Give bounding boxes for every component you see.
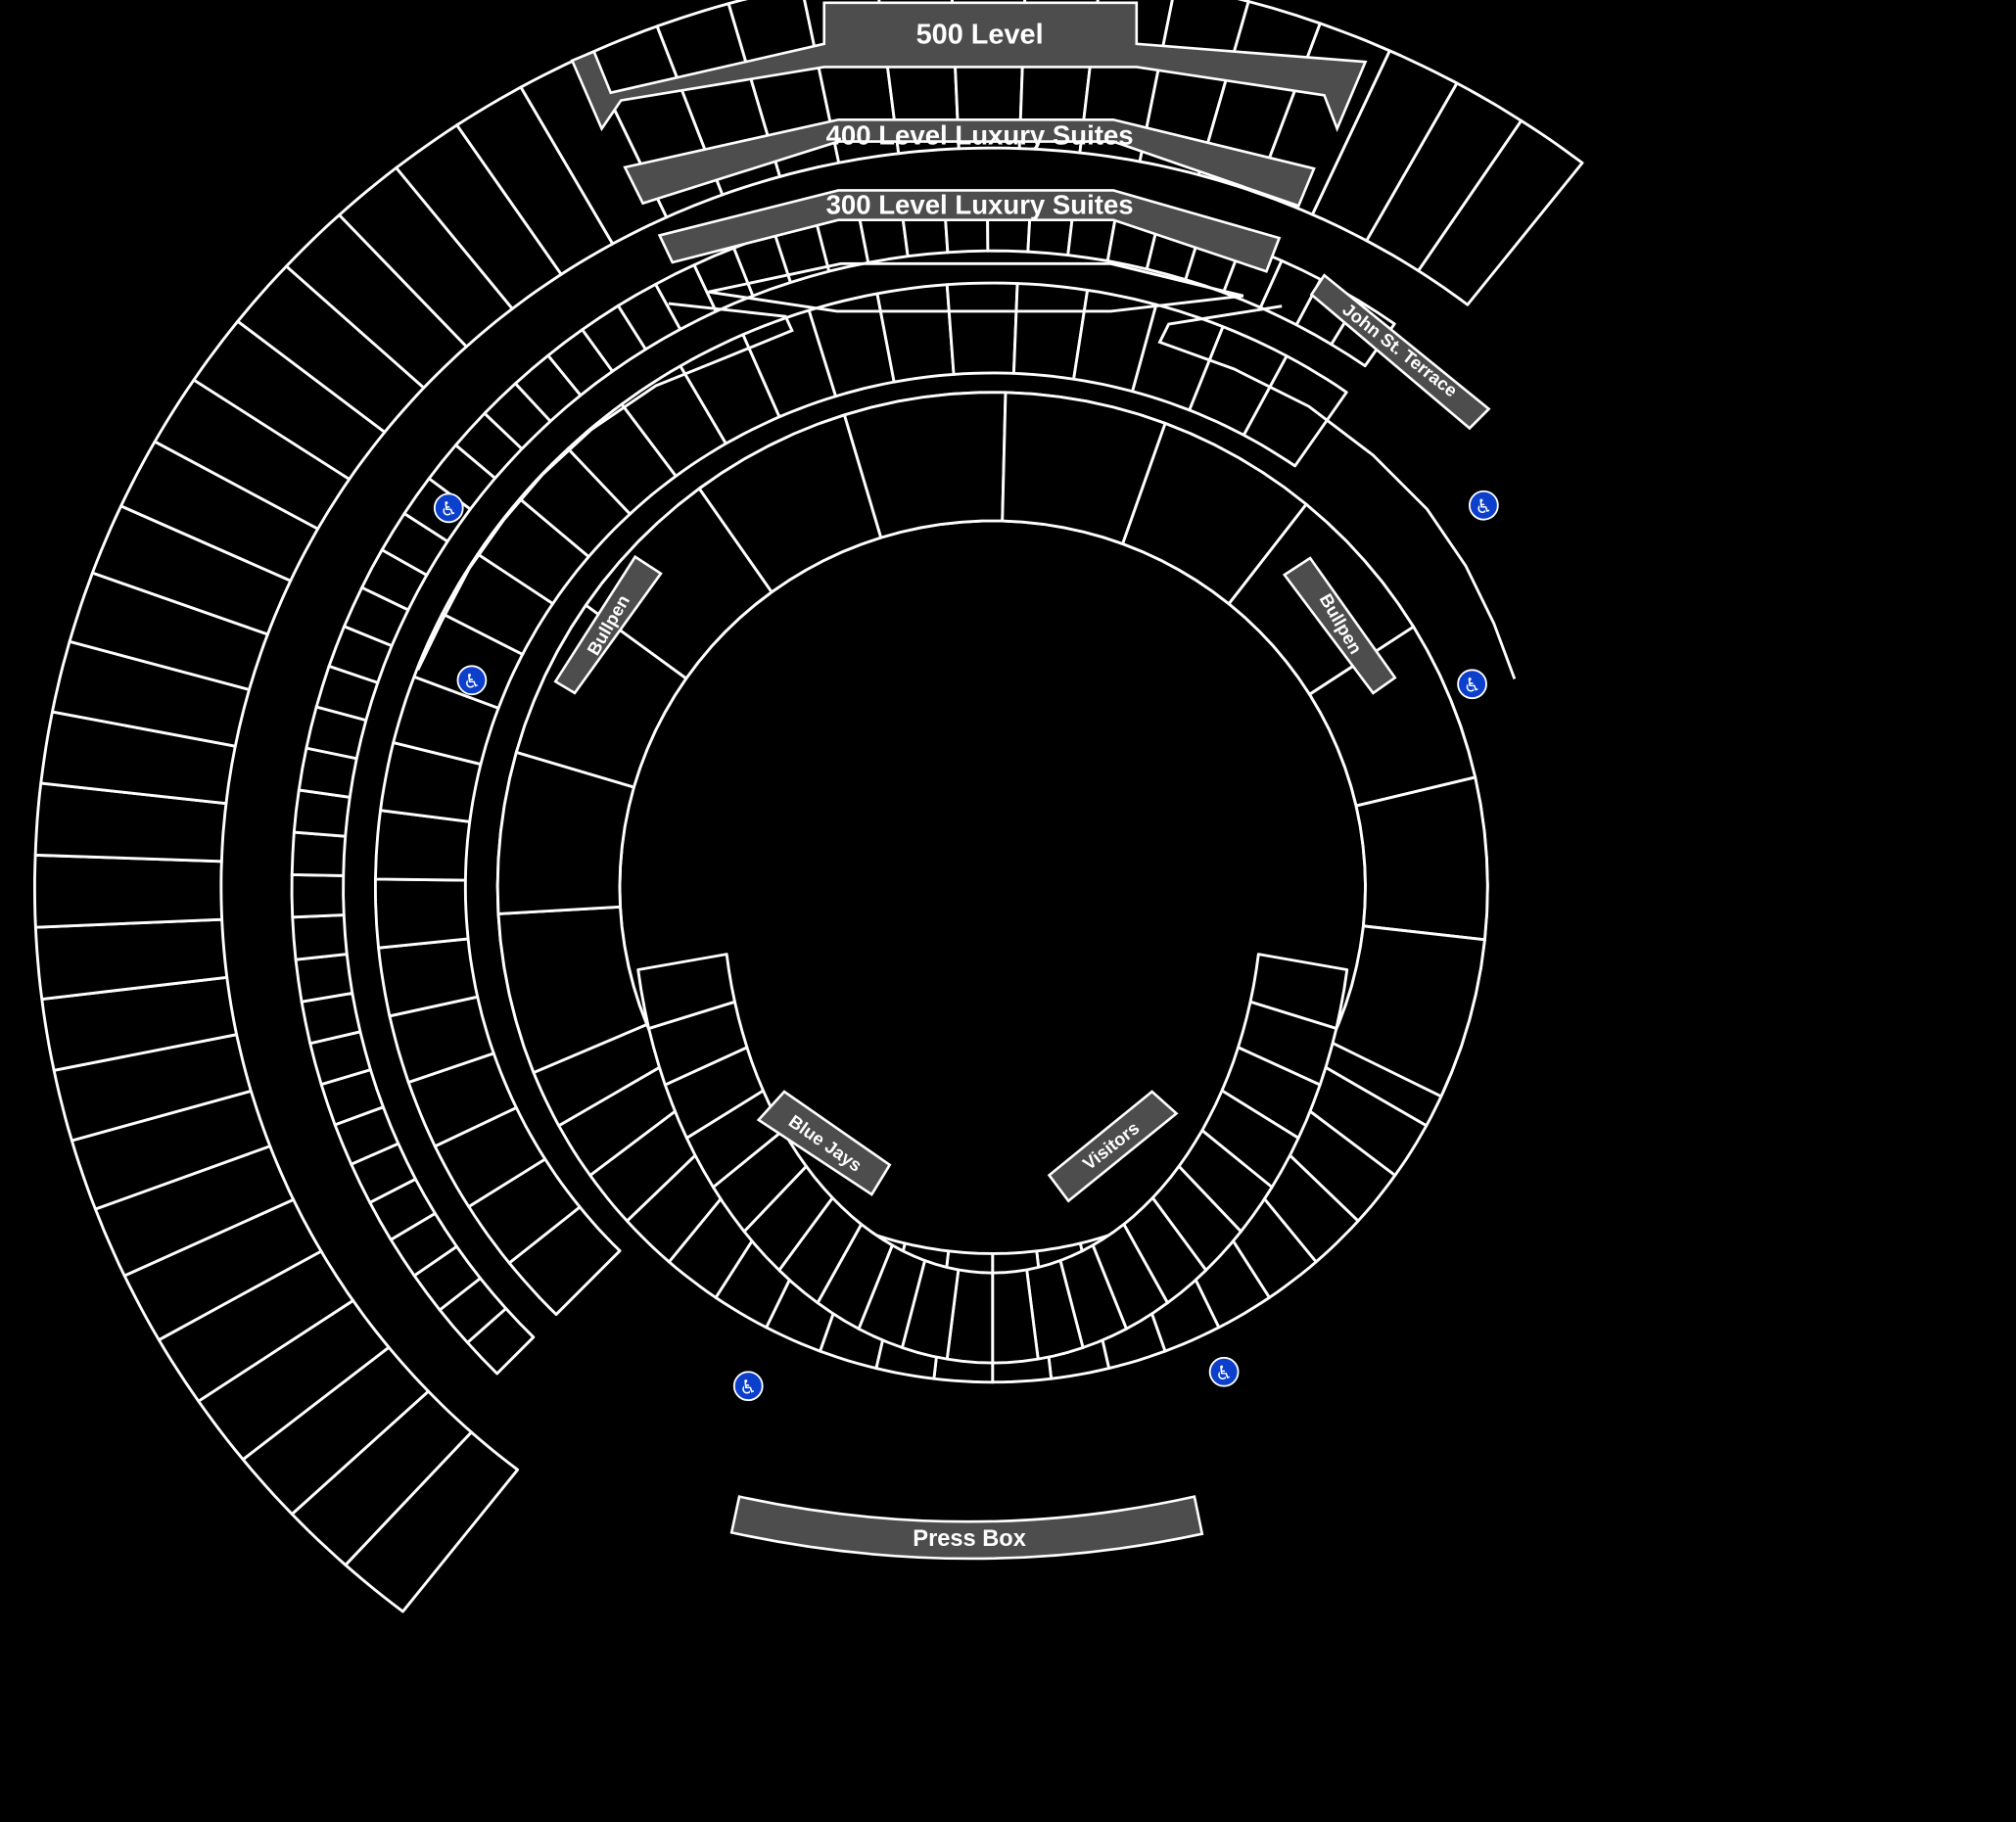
section-200-box-13[interactable] bbox=[290, 873, 346, 919]
section-200-box-14[interactable] bbox=[290, 830, 348, 877]
static-shapes bbox=[416, 261, 1517, 679]
press-box-label[interactable]: Press Box bbox=[729, 1495, 1204, 1561]
press-box-text: Press Box bbox=[913, 1526, 1026, 1552]
section-200-box-11[interactable] bbox=[294, 953, 354, 1004]
blue-jays-dugout-label[interactable]: Blue Jays bbox=[756, 1090, 892, 1196]
section-200-26[interactable] bbox=[1242, 354, 1348, 468]
level-300-label[interactable]: 300 Level Luxury Suites bbox=[657, 189, 1282, 273]
wheelchair-icon-upper-right: ♿ bbox=[1468, 490, 1499, 521]
level-400-text: 400 Level Luxury Suites bbox=[826, 120, 1134, 151]
wheelchair-icon-bottom-right: ♿ bbox=[1208, 1356, 1240, 1387]
section-100-2-11[interactable] bbox=[1354, 775, 1489, 942]
batters-eye-outline bbox=[708, 261, 1244, 313]
section-200-box-12[interactable] bbox=[291, 913, 349, 961]
level-500-text: 500 Level bbox=[916, 20, 1044, 51]
svg-text:♿: ♿ bbox=[463, 671, 481, 693]
field-box-22[interactable] bbox=[636, 953, 736, 1030]
small-box-sections bbox=[636, 953, 1349, 1365]
svg-text:♿: ♿ bbox=[1215, 1362, 1233, 1384]
level-400-label[interactable]: 400 Level Luxury Suites bbox=[623, 117, 1316, 208]
visitors-dugout-label[interactable]: Visitors bbox=[1047, 1090, 1179, 1203]
level-200-sections bbox=[290, 198, 1396, 1376]
accessibility-icons: ♿ ♿ ♿ ♿ ♿ ♿ bbox=[433, 490, 1499, 1402]
svg-text:♿: ♿ bbox=[1464, 675, 1481, 697]
wheelchair-icon-upper-left: ♿ bbox=[433, 492, 464, 524]
wheelchair-icon-mid-left: ♿ bbox=[456, 665, 488, 696]
section-200-21[interactable] bbox=[945, 281, 1019, 376]
section-500-12[interactable] bbox=[33, 853, 224, 929]
section-500-40[interactable] bbox=[1417, 118, 1584, 306]
level-300-text: 300 Level Luxury Suites bbox=[826, 189, 1134, 219]
svg-text:♿: ♿ bbox=[440, 498, 457, 521]
section-200-7[interactable] bbox=[373, 877, 470, 950]
upper-wing-left bbox=[416, 302, 794, 671]
svg-text:♿: ♿ bbox=[739, 1377, 757, 1399]
level-100-sections bbox=[495, 391, 1489, 1384]
svg-text:♿: ♿ bbox=[1476, 495, 1493, 518]
upper-wing-right bbox=[1157, 304, 1517, 679]
wheelchair-icon-bottom-left: ♿ bbox=[732, 1371, 764, 1402]
level-500-label[interactable]: 500 Level bbox=[570, 1, 1368, 132]
wheelchair-icon-mid-right: ♿ bbox=[1457, 669, 1487, 700]
